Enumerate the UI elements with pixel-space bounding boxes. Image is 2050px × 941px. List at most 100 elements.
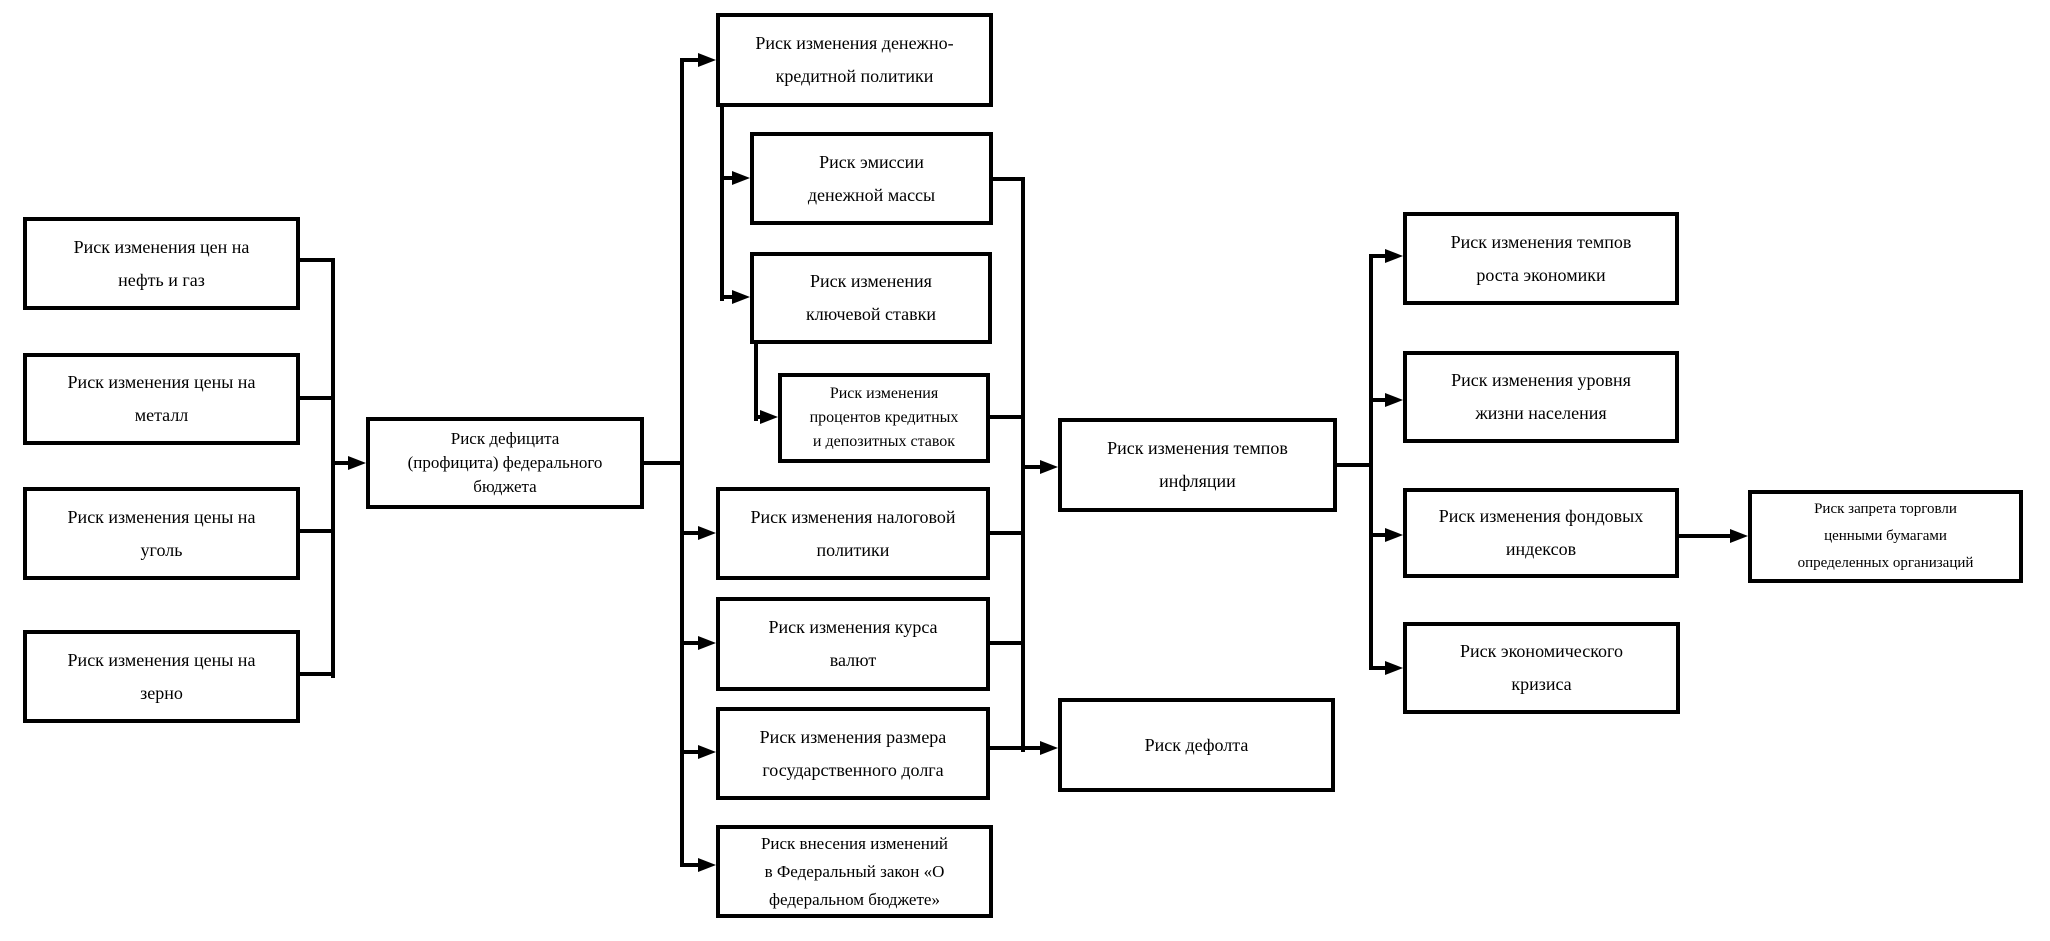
- arrowhead-icon: [1385, 528, 1403, 542]
- arrowhead-icon: [698, 745, 716, 759]
- arrowhead-icon: [1385, 661, 1403, 675]
- node-money-emission: Риск эмиссии денежной массы: [750, 132, 993, 225]
- node-label-line: Риск изменения цены на: [67, 372, 256, 392]
- node-label-line: государственного долга: [762, 759, 944, 780]
- node-label-line: Риск изменения курса: [768, 617, 938, 637]
- connector-line: [988, 531, 1025, 535]
- node-state-debt: Риск изменения размера государственного д…: [716, 707, 990, 800]
- node-tax-policy: Риск изменения налоговой политики: [716, 487, 990, 580]
- node-label-line: Риск дефолта: [1144, 734, 1249, 755]
- node-inflation: Риск изменения темпов инфляции: [1058, 418, 1337, 512]
- node-monetary-policy: Риск изменения денежно-кредитной политик…: [716, 13, 993, 107]
- arrowhead-icon: [760, 410, 778, 424]
- node-label-line: Риск изменения денежно-: [755, 33, 954, 53]
- node-label-line: нефть и газ: [118, 269, 205, 290]
- connector-line: [1373, 666, 1385, 670]
- connector-line: [1025, 465, 1040, 469]
- node-exchange-rate: Риск изменения курса валют: [716, 597, 990, 691]
- connector-line: [335, 461, 350, 465]
- connector-line: [1021, 177, 1025, 752]
- node-label-line: жизни населения: [1475, 403, 1607, 423]
- node-label-line: федеральном бюджете»: [769, 889, 940, 909]
- node-label-line: Риск изменения темпов: [1107, 438, 1288, 458]
- connector-line: [1373, 254, 1385, 258]
- node-label-line: Риск изменения темпов: [1450, 231, 1632, 252]
- connector-line: [988, 746, 1040, 750]
- connector-line: [331, 258, 335, 678]
- node-label-line: инфляции: [1159, 471, 1236, 491]
- node-grain-price: Риск изменения цены на зерно: [23, 630, 300, 723]
- connector-line: [684, 641, 700, 645]
- node-stock-indices: Риск изменения фондовых индексов: [1403, 488, 1679, 578]
- connector-line: [754, 344, 758, 421]
- arrowhead-icon: [348, 456, 366, 470]
- connector-line: [684, 531, 700, 535]
- node-label-line: (профицита) федерального: [407, 453, 603, 472]
- node-label-line: кредитной политики: [775, 66, 934, 86]
- node-label-line: Риск изменения фондовых: [1438, 506, 1644, 526]
- arrowhead-icon: [1040, 741, 1058, 755]
- arrowhead-icon: [698, 636, 716, 650]
- node-label-line: Риск эмиссии: [819, 151, 924, 172]
- node-label-line: определенных организаций: [1797, 555, 1974, 571]
- node-label-line: Риск изменения размера: [759, 726, 947, 747]
- node-label-line: ключевой ставки: [806, 304, 936, 324]
- connector-line: [644, 461, 684, 465]
- arrowhead-icon: [732, 290, 750, 304]
- arrowhead-icon: [1385, 249, 1403, 263]
- connector-line: [988, 641, 1025, 645]
- node-label-line: Риск изменения налоговой: [750, 506, 956, 527]
- node-label-line: зерно: [140, 682, 183, 703]
- node-label-line: Риск изменения цены на: [67, 506, 256, 527]
- connector-line: [1373, 533, 1385, 537]
- connector-line: [298, 396, 335, 400]
- connector-line: [298, 529, 335, 533]
- connector-line: [684, 58, 700, 62]
- connector-line: [990, 177, 1025, 181]
- node-label-line: политики: [816, 539, 890, 560]
- node-label-line: процентов кредитных: [809, 409, 959, 426]
- connector-line: [684, 863, 700, 867]
- connector-line: [724, 295, 734, 299]
- node-label-line: металл: [134, 405, 189, 425]
- arrowhead-icon: [1040, 460, 1058, 474]
- node-label-line: денежной массы: [807, 184, 936, 205]
- node-economic-crisis: Риск экономического кризиса: [1403, 622, 1680, 714]
- arrowhead-icon: [1730, 529, 1748, 543]
- connector-line: [680, 58, 684, 867]
- node-label-line: Риск экономического: [1460, 641, 1623, 661]
- node-metal-price: Риск изменения цены на металл: [23, 353, 300, 445]
- node-default: Риск дефолта: [1058, 698, 1335, 792]
- connector-line: [1335, 463, 1373, 467]
- connector-line: [1679, 534, 1730, 538]
- node-label-line: валют: [829, 650, 877, 670]
- connector-line: [684, 750, 700, 754]
- node-label-line: роста экономики: [1476, 264, 1606, 285]
- node-label-line: Риск дефицита: [450, 429, 560, 448]
- arrowhead-icon: [698, 526, 716, 540]
- node-label-line: Риск изменения цен на: [73, 236, 250, 257]
- node-label-line: кризиса: [1511, 674, 1572, 694]
- node-label-line: в Федеральный закон «О: [764, 861, 945, 881]
- node-label-line: бюджета: [473, 477, 537, 496]
- node-label-line: индексов: [1505, 539, 1577, 559]
- node-label-line: Риск изменения: [829, 385, 939, 402]
- connector-line: [1369, 254, 1373, 670]
- node-budget-deficit: Риск дефицита (профицита) федерального бюд…: [366, 417, 644, 509]
- node-label-line: Риск изменения цены на: [67, 649, 256, 670]
- node-oil-gas-price: Риск изменения цен на нефть и газ: [23, 217, 300, 310]
- connector-line: [988, 415, 1025, 419]
- connector-line: [298, 258, 335, 262]
- arrowhead-icon: [698, 858, 716, 872]
- arrowhead-icon: [732, 171, 750, 185]
- connector-line: [1373, 398, 1385, 402]
- connector-line: [724, 176, 734, 180]
- connector-line: [298, 672, 335, 676]
- node-economic-growth: Риск изменения темпов роста экономики: [1403, 212, 1679, 305]
